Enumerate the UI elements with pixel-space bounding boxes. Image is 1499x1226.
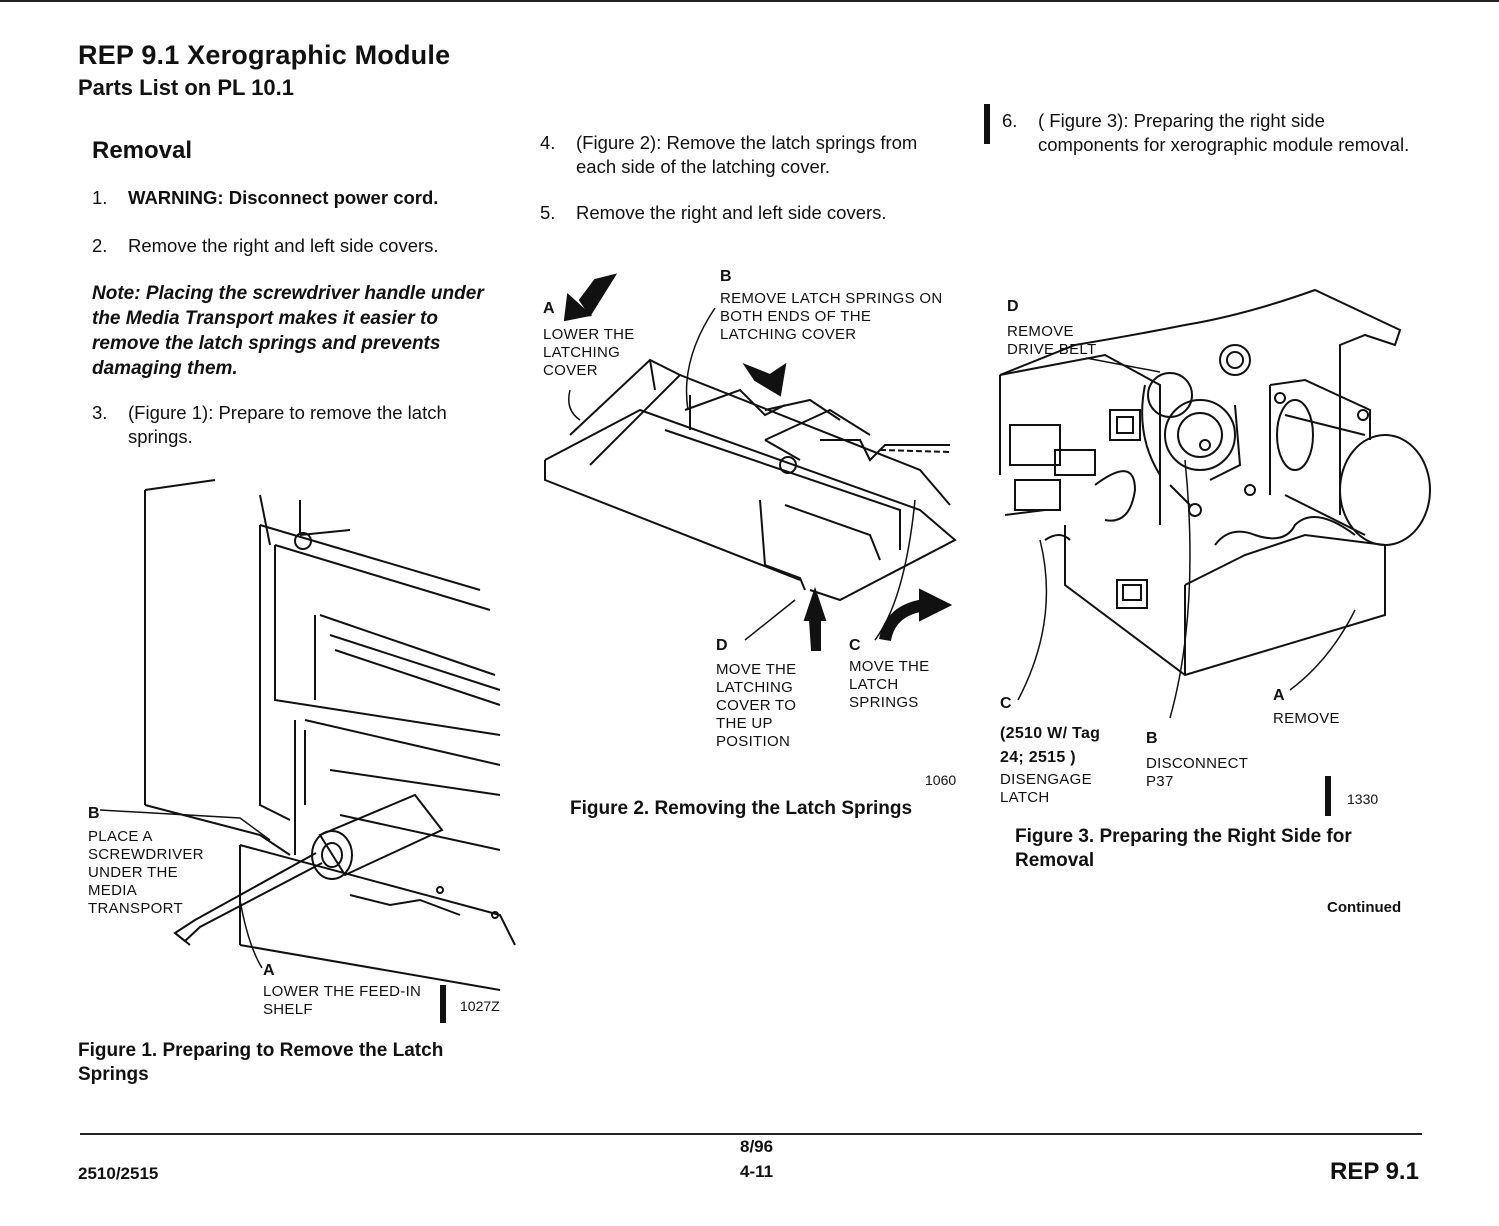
figure3-label-a-text: REMOVE <box>1273 710 1340 727</box>
figure2-illustration <box>544 273 957 651</box>
parts-list-reference: Parts List on PL 10.1 <box>78 75 295 100</box>
footer-rule <box>80 1133 1422 1135</box>
step-5: 5. Remove the right and left side covers. <box>540 201 887 225</box>
figure3-label-c-letter: C <box>1000 695 1012 712</box>
figure3-label-b-text: DISCONNECT P37 <box>1146 755 1248 790</box>
footer-section-id: REP 9.1 <box>1330 1158 1419 1185</box>
figure2-label-d-letter: D <box>716 637 728 654</box>
step-1: 1. WARNING: Disconnect power cord. <box>92 186 438 210</box>
figure3-illustration <box>999 288 1431 677</box>
figure1-label-a-text: LOWER THE FEED-IN SHELF <box>263 983 422 1018</box>
figure3-label-c-model: (2510 W/ Tag 24; 2515 ) <box>1000 725 1101 766</box>
figure2-label-b-letter: B <box>720 268 732 285</box>
step-3: 3. (Figure 1): Prepare to remove the latc… <box>92 401 498 449</box>
footer-page-number: 4-11 <box>740 1162 774 1181</box>
step-6: 6. ( Figure 3): Preparing the right side … <box>1002 109 1428 157</box>
step-text: (Figure 1): Prepare to remove the latch … <box>128 402 447 447</box>
figure1-label-b-text: PLACE A SCREWDRIVER UNDER THE MEDIA TRAN… <box>88 828 204 917</box>
figure2-label-c-letter: C <box>849 637 861 654</box>
step-number: 2. <box>92 235 108 256</box>
figure2-label-a-letter: A <box>543 300 555 317</box>
step-text: WARNING: Disconnect power cord. <box>128 187 439 208</box>
figure2-label-b-text: REMOVE LATCH SPRINGS ON BOTH ENDS OF THE… <box>720 290 943 343</box>
continued-label: Continued <box>1327 899 1402 916</box>
figure1-caption: Figure 1. Preparing to Remove the Latch … <box>78 1040 444 1085</box>
step-text: ( Figure 3): Preparing the right side co… <box>1038 110 1410 155</box>
top-border <box>0 0 1499 2</box>
footer-model: 2510/2515 <box>78 1164 159 1183</box>
step-text: Remove the right and left side covers. <box>128 235 439 256</box>
step-number: 3. <box>92 402 108 423</box>
figure2-number: 1060 <box>925 772 957 788</box>
revision-bar <box>1325 776 1331 816</box>
figure1-number: 1027Z <box>460 998 500 1014</box>
revision-bar <box>440 985 446 1023</box>
footer-date: 8/96 <box>740 1137 774 1156</box>
figure3-label-a-letter: A <box>1273 687 1285 704</box>
step-number: 1. <box>92 187 108 208</box>
figure1-illustration <box>144 479 516 991</box>
figure3-label-d-letter: D <box>1007 298 1019 315</box>
figure2-label-d-text: MOVE THE LATCHING COVER TO THE UP POSITI… <box>716 661 797 750</box>
removal-heading: Removal <box>92 137 193 164</box>
figure1-label-a-letter: A <box>263 962 275 979</box>
revision-bar <box>984 104 990 144</box>
step-text: Remove the right and left side covers. <box>576 202 887 223</box>
step-number: 6. <box>1002 110 1018 131</box>
figure3-label-b-letter: B <box>1146 730 1158 747</box>
step-2: 2. Remove the right and left side covers. <box>92 234 439 258</box>
step-text: (Figure 2): Remove the latch springs fro… <box>576 132 918 177</box>
figure3-caption: Figure 3. Preparing the Right Side for R… <box>1015 826 1352 871</box>
figure2-caption: Figure 2. Removing the Latch Springs <box>570 798 913 819</box>
figure3-number: 1330 <box>1347 791 1379 807</box>
figure3-label-d-text: REMOVE DRIVE BELT <box>1007 323 1097 358</box>
step-number: 5. <box>540 202 556 223</box>
figure3-label-c-text: DISENGAGE LATCH <box>1000 771 1092 806</box>
page-title: REP 9.1 Xerographic Module <box>78 40 451 70</box>
note-text: Note: Placing the screwdriver handle und… <box>92 283 484 379</box>
step-number: 4. <box>540 132 556 153</box>
figure2-label-c-text: MOVE THE LATCH SPRINGS <box>849 658 930 711</box>
figure1-label-b-letter: B <box>88 805 100 822</box>
figure2-label-a-text: LOWER THE LATCHING COVER <box>543 326 635 379</box>
step-4: 4. (Figure 2): Remove the latch springs f… <box>540 131 926 179</box>
